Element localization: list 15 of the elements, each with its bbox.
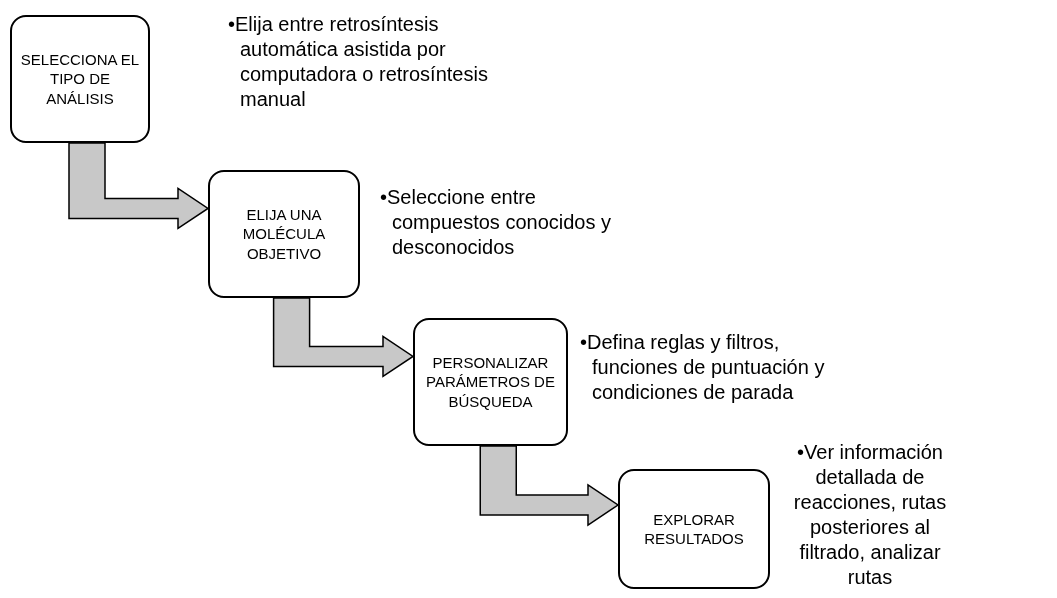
- step-box: [618, 469, 770, 589]
- note-text: •Seleccione entre compuestos conocidos y desconocidos: [380, 185, 612, 260]
- step-label: EXPLORAR RESULTADOS: [643, 509, 745, 549]
- step-box: [208, 170, 360, 298]
- step-box: [413, 318, 568, 446]
- note-text: •Defina reglas y filtros, funciones de puntuación y condiciones de parada: [580, 330, 826, 405]
- note-text: •Elija entre retrosíntesis automática asistida por computadora o retrosíntesis manual: [228, 12, 489, 112]
- arrow: [479, 445, 620, 527]
- step-label: PERSONALIZAR PARÁMETROS DE BÚSQUEDA: [425, 352, 556, 412]
- arrow: [272, 297, 415, 378]
- step-label: SELECCIONA EL TIPO DE ANÁLISIS: [19, 49, 141, 109]
- arrow: [68, 142, 210, 230]
- note-text: •Ver información detallada de reacciones, rutas posteriores al filtrado, analizar rutas: [792, 440, 948, 590]
- step-box: [10, 15, 150, 143]
- step-label: ELIJA UNA MOLÉCULA OBJETIVO: [241, 204, 327, 264]
